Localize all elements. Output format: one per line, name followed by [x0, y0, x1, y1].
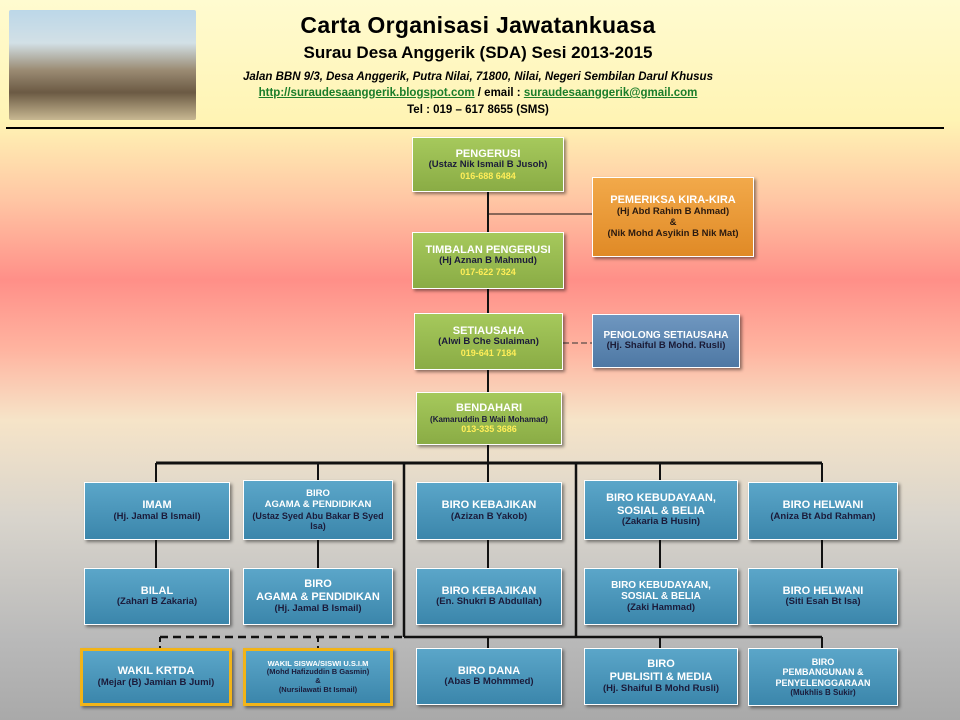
- node-name: (Nik Mohd Asyikin B Nik Mat): [607, 227, 739, 239]
- node-title: BIRO: [647, 658, 675, 671]
- node-agama-pendidikan-2: BIRO AGAMA & PENDIDIKAN (Hj. Jamal B Ism…: [243, 568, 393, 625]
- node-title: IMAM: [142, 499, 172, 512]
- node-title: PENYELENGGARAAN: [775, 677, 871, 688]
- website-link[interactable]: http://suraudesaanggerik.blogspot.com: [258, 87, 475, 99]
- node-title: SOSIAL & BELIA: [621, 591, 701, 603]
- node-title: WAKIL SISWA/SISWI U.S.I.M: [267, 658, 369, 668]
- node-wakil-usim: WAKIL SISWA/SISWI U.S.I.M (Mohd Hafizudd…: [243, 648, 393, 706]
- node-kebudayaan-1: BIRO KEBUDAYAAN, SOSIAL & BELIA (Zakaria…: [584, 480, 738, 540]
- node-title: BIRO DANA: [457, 664, 521, 677]
- node-bilal: BILAL (Zahari B Zakaria): [84, 568, 230, 625]
- node-name: (Hj. Shaiful B Mohd Rusli): [602, 682, 720, 694]
- node-name: (Mohd Hafizuddin B Gasmin): [266, 667, 370, 677]
- email-label: / email :: [474, 87, 524, 99]
- node-title: BIRO: [306, 487, 330, 499]
- node-ampersand: &: [669, 216, 677, 228]
- node-title: WAKIL KRTDA: [117, 665, 195, 678]
- node-name: (Ustaz Syed Abu Bakar B Syed Isa): [252, 510, 384, 531]
- node-kebajikan-1: BIRO KEBAJIKAN (Azizan B Yakob): [416, 482, 562, 540]
- node-title: PUBLISITI & MEDIA: [609, 671, 713, 684]
- node-pembangunan: BIRO PEMBANGUNAN & PENYELENGGARAAN (Mukh…: [748, 648, 898, 706]
- node-imam: IMAM (Hj. Jamal B Ismail): [84, 482, 230, 540]
- telephone: Tel : 019 – 617 8655 (SMS): [407, 104, 549, 116]
- header-divider: [6, 127, 944, 129]
- node-title: BIRO HELWANI: [782, 584, 864, 597]
- node-title: BIRO: [304, 578, 332, 591]
- node-name: (Aniza Bt Abd Rahman): [770, 510, 876, 522]
- node-name: (Zaki Hammad): [626, 601, 696, 613]
- node-name: (Hj Abd Rahim B Ahmad): [616, 205, 730, 217]
- node-phone: 019-641 7184: [460, 348, 517, 359]
- node-name: (En. Shukri B Abdullah): [436, 596, 542, 608]
- node-title: TIMBALAN PENGERUSI: [425, 243, 551, 256]
- node-title: BENDAHARI: [456, 402, 522, 415]
- node-setiausaha: SETIAUSAHA (Alwi B Che Sulaiman) 019-641…: [414, 313, 563, 370]
- node-name: (Hj. Jamal B Ismail): [274, 602, 362, 614]
- node-penolong-setiausaha: PENOLONG SETIAUSAHA (Hj. Shaiful B Mohd.…: [592, 314, 740, 368]
- surau-photo: [9, 10, 196, 120]
- node-title: PENGERUSI: [455, 147, 521, 160]
- node-agama-pendidikan-1: BIRO AGAMA & PENDIDIKAN (Ustaz Syed Abu …: [243, 480, 393, 540]
- node-title: PEMBANGUNAN &: [782, 667, 864, 678]
- node-helwani-1: BIRO HELWANI (Aniza Bt Abd Rahman): [748, 482, 898, 540]
- node-title: BIRO KEBAJIKAN: [441, 584, 537, 597]
- node-wakil-krtda: WAKIL KRTDA (Mejar (B) Jamian B Jumi): [80, 648, 232, 706]
- node-name: (Siti Esah Bt Isa): [785, 596, 861, 608]
- node-kebudayaan-2: BIRO KEBUDAYAAN, SOSIAL & BELIA (Zaki Ha…: [584, 568, 738, 625]
- chart-title: Carta Organisasi Jawatankuasa: [300, 12, 656, 38]
- node-title: PEMERIKSA KIRA-KIRA: [610, 194, 736, 207]
- contact-line: http://suraudesaanggerik.blogspot.com / …: [198, 87, 758, 99]
- chart-subtitle: Surau Desa Anggerik (SDA) Sesi 2013-2015: [303, 43, 653, 62]
- node-title: AGAMA & PENDIDIKAN: [264, 498, 372, 510]
- node-timbalan-pengerusi: TIMBALAN PENGERUSI (Hj Aznan B Mahmud) 0…: [412, 232, 564, 289]
- address: Jalan BBN 9/3, Desa Anggerik, Putra Nila…: [243, 71, 713, 83]
- node-publisiti-media: BIRO PUBLISITI & MEDIA (Hj. Shaiful B Mo…: [584, 648, 738, 705]
- node-name: (Azizan B Yakob): [450, 510, 528, 522]
- node-name: (Ustaz Nik Ismail B Jusoh): [428, 159, 548, 171]
- node-name: (Nursilawati Bt Ismail): [278, 684, 358, 694]
- node-pengerusi: PENGERUSI (Ustaz Nik Ismail B Jusoh) 016…: [412, 137, 564, 192]
- node-name: (Mukhlis B Sukir): [790, 687, 856, 697]
- node-name: (Hj. Jamal B Ismail): [113, 510, 201, 522]
- node-title: PENOLONG SETIAUSAHA: [603, 329, 729, 341]
- node-title: AGAMA & PENDIDIKAN: [256, 591, 380, 604]
- node-dana: BIRO DANA (Abas B Mohmmed): [416, 648, 562, 705]
- node-title: BIRO HELWANI: [782, 499, 864, 512]
- node-name: (Hj Aznan B Mahmud): [439, 255, 537, 267]
- node-ampersand: &: [315, 676, 321, 685]
- node-phone: 016-688 6484: [460, 171, 516, 182]
- node-title: BILAL: [140, 584, 174, 597]
- node-title: BIRO KEBUDAYAAN,: [611, 579, 711, 591]
- node-bendahari: BENDAHARI (Kamaruddin B Wali Mohamad) 01…: [416, 392, 562, 445]
- node-name: (Hj. Shaiful B Mohd. Rusli): [606, 340, 726, 352]
- node-phone: 013-335 3686: [461, 424, 517, 435]
- node-name: (Alwi B Che Sulaiman): [438, 336, 539, 348]
- node-title: BIRO: [811, 656, 835, 667]
- node-helwani-2: BIRO HELWANI (Siti Esah Bt Isa): [748, 568, 898, 625]
- node-name: (Mejar (B) Jamian B Jumi): [97, 676, 215, 688]
- node-title: SOSIAL & BELIA: [617, 504, 705, 517]
- node-kebajikan-2: BIRO KEBAJIKAN (En. Shukri B Abdullah): [416, 568, 562, 625]
- node-phone: 017-622 7324: [460, 267, 516, 278]
- node-name: (Kamaruddin B Wali Mohamad): [430, 415, 548, 425]
- node-pemeriksa-kira-kira: PEMERIKSA KIRA-KIRA (Hj Abd Rahim B Ahma…: [592, 177, 754, 257]
- node-name: (Zahari B Zakaria): [116, 596, 198, 608]
- email-link[interactable]: suraudesaanggerik@gmail.com: [523, 87, 698, 99]
- node-title: BIRO KEBAJIKAN: [441, 499, 537, 512]
- node-title: SETIAUSAHA: [452, 324, 525, 337]
- node-name: (Abas B Mohmmed): [444, 676, 534, 688]
- node-name: (Zakaria B Husin): [621, 516, 701, 528]
- node-title: BIRO KEBUDAYAAN,: [606, 491, 716, 504]
